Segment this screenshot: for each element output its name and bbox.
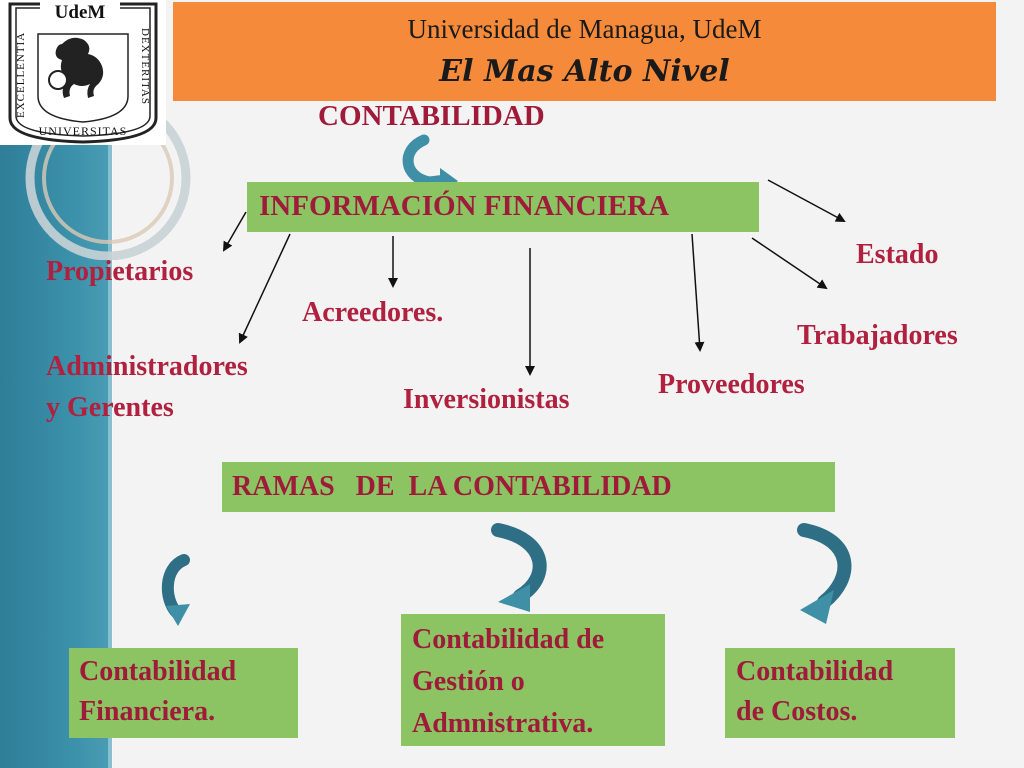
label-trabajadores: Trabajadores xyxy=(797,320,958,351)
label-estado: Estado xyxy=(856,239,939,270)
logo-bottom-text: UNIVERSITAS xyxy=(39,124,128,138)
side-band-edge xyxy=(108,0,113,768)
root-label: CONTABILIDAD xyxy=(318,100,545,132)
ramas-label: RAMAS DE LA CONTABILIDAD xyxy=(232,471,672,502)
logo-acronym: UdeM xyxy=(55,2,106,23)
branch-financiera-line2: Financiera. xyxy=(79,696,216,727)
header-title: Universidad de Managua, UdeM xyxy=(407,14,762,44)
label-inversionistas: Inversionistas xyxy=(403,384,570,415)
curved-arrow-gestion xyxy=(491,523,547,612)
root-curved-arrow xyxy=(402,134,452,188)
label-administradores-line1: Administradores xyxy=(46,351,248,382)
university-logo: UdeM EXCELLENTIA DEXTERITAS UNIVERSITAS xyxy=(0,0,166,145)
curved-arrow-costos xyxy=(797,523,852,624)
branch-costos-line2: de Costos. xyxy=(736,696,858,727)
arrow-estado xyxy=(767,179,846,222)
arrow-proveedores xyxy=(691,233,705,352)
logo-right-text: DEXTERITAS xyxy=(139,28,151,105)
branch-gestion-line1: Contabilidad de xyxy=(412,624,605,655)
logo-left-text: EXCELLENTIA xyxy=(15,32,27,118)
info-financiera-box: INFORMACIÓN FINANCIERA xyxy=(247,182,759,232)
header-bar: Universidad de Managua, UdeM El Mas Alto… xyxy=(173,2,996,101)
branch-financiera-line1: Contabilidad xyxy=(79,656,237,687)
branch-gestion-box: Contabilidad de Gestión o Admnistrativa. xyxy=(401,614,665,746)
header-subtitle: El Mas Alto Nivel xyxy=(439,54,730,89)
branch-financiera-box: Contabilidad Financiera. xyxy=(69,648,298,738)
label-proveedores: Proveedores xyxy=(658,369,805,400)
arrow-propietarios xyxy=(222,211,247,252)
branch-costos-box: Contabilidad de Costos. xyxy=(725,648,955,738)
arrow-administradores xyxy=(238,233,291,344)
label-administradores-line2: y Gerentes xyxy=(46,392,174,423)
info-financiera-label: INFORMACIÓN FINANCIERA xyxy=(259,190,670,222)
label-acreedores: Acreedores. xyxy=(302,297,444,328)
arrow-trabajadores xyxy=(751,237,828,290)
logo-seal-icon: UdeM EXCELLENTIA DEXTERITAS UNIVERSITAS xyxy=(8,2,158,144)
branch-gestion-line3: Admnistrativa. xyxy=(412,708,594,739)
branch-gestion-line2: Gestión o xyxy=(412,666,525,697)
branch-costos-line1: Contabilidad xyxy=(736,656,894,687)
ramas-box: RAMAS DE LA CONTABILIDAD xyxy=(222,462,835,512)
curved-arrow-financiera xyxy=(161,554,190,626)
label-propietarios: Propietarios xyxy=(46,256,194,287)
